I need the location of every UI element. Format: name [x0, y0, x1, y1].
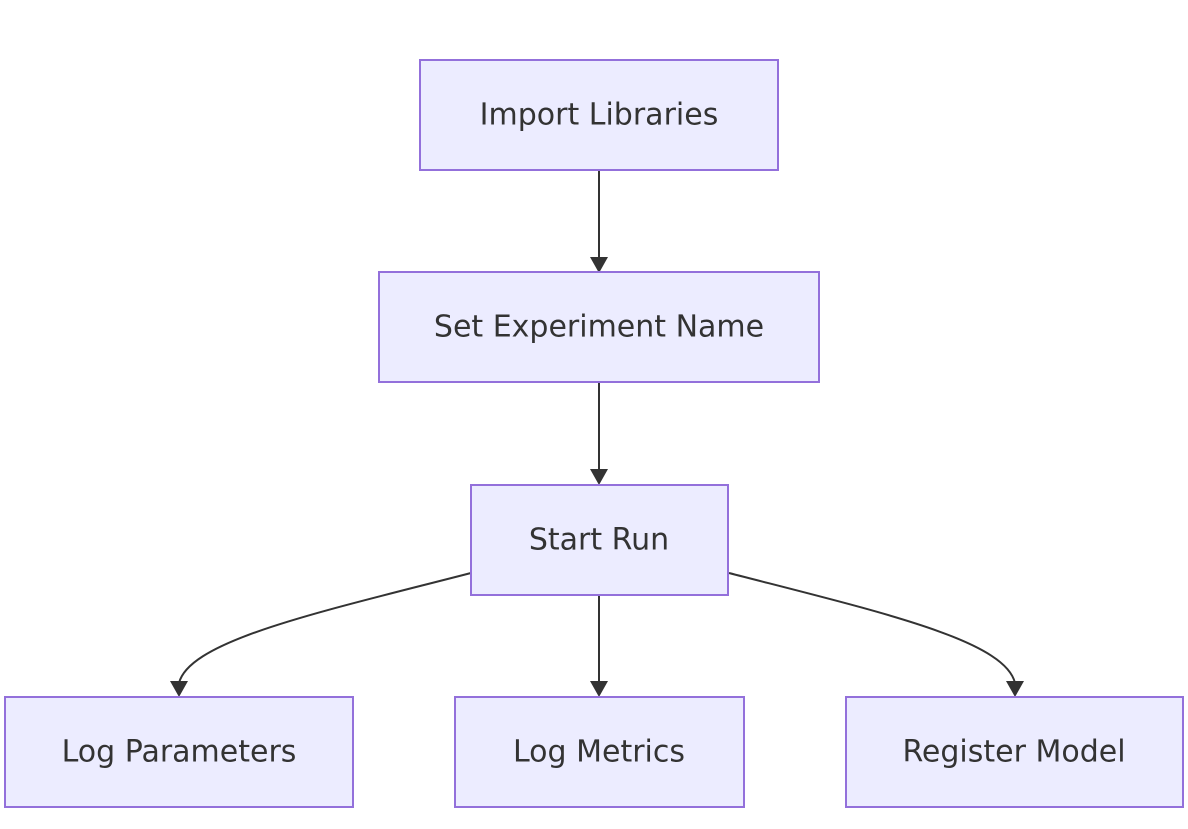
node-set-experiment-name[interactable]: Set Experiment Name	[378, 271, 820, 383]
arrowhead-register	[1006, 681, 1024, 697]
edge-start-to-params	[178, 572, 472, 684]
node-label: Log Metrics	[513, 735, 685, 770]
node-label: Import Libraries	[480, 98, 719, 133]
node-label: Register Model	[902, 735, 1125, 770]
node-label: Set Experiment Name	[434, 310, 764, 345]
node-register-model[interactable]: Register Model	[845, 696, 1184, 808]
node-label: Start Run	[529, 523, 669, 558]
node-box	[378, 271, 820, 383]
node-box	[4, 696, 354, 808]
arrowhead-experiment	[590, 257, 608, 273]
arrowhead-start	[590, 469, 608, 485]
node-box	[454, 696, 745, 808]
node-log-metrics[interactable]: Log Metrics	[454, 696, 745, 808]
node-start-run[interactable]: Start Run	[470, 484, 729, 596]
arrowhead-params	[170, 681, 188, 697]
node-box	[470, 484, 729, 596]
node-label: Log Parameters	[62, 735, 297, 770]
edges	[170, 171, 1024, 697]
node-log-parameters[interactable]: Log Parameters	[4, 696, 354, 808]
arrowhead-metrics	[590, 681, 608, 697]
node-box	[419, 59, 779, 171]
node-box	[845, 696, 1184, 808]
edge-start-to-register	[728, 572, 1016, 684]
node-import-libraries[interactable]: Import Libraries	[419, 59, 779, 171]
